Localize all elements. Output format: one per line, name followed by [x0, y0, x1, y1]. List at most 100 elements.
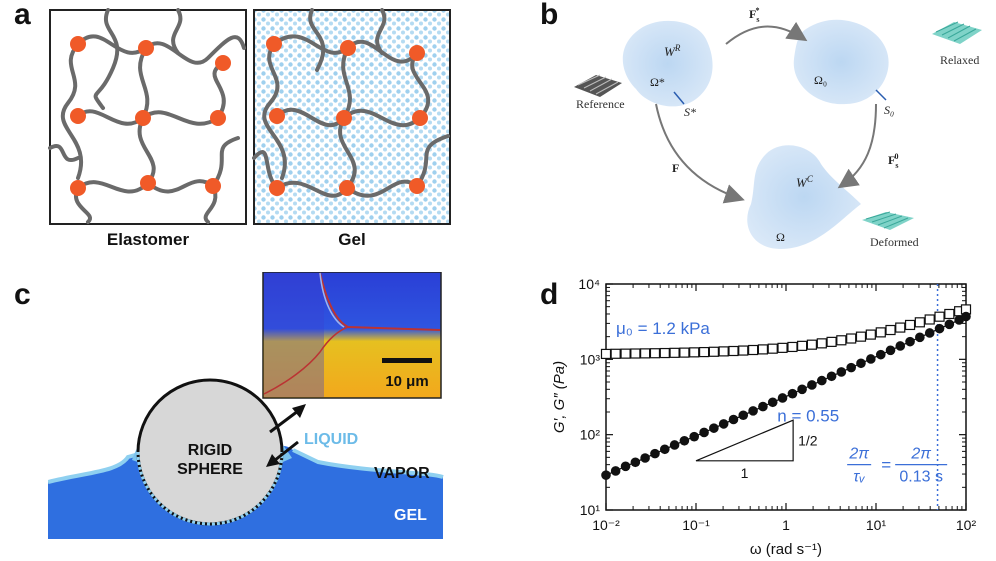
fs-star-label: Fs* — [749, 6, 759, 24]
data-point-square — [649, 348, 661, 359]
x-axis-label: ω (rad s⁻¹) — [750, 541, 822, 558]
data-point-square — [944, 308, 955, 320]
data-point-square — [875, 327, 886, 338]
data-point-square — [855, 331, 867, 342]
gel-label: GEL — [394, 507, 427, 524]
relaxed-mesh-icon — [932, 21, 982, 44]
y-tick-label: 10⁴ — [578, 276, 600, 292]
data-point-circle — [659, 444, 670, 455]
ratio-left-denominator: τᵥ — [853, 469, 865, 486]
data-point-square — [748, 344, 759, 356]
deformed-mesh-icon — [862, 211, 914, 230]
data-point-square — [630, 348, 641, 359]
data-point-square — [689, 347, 700, 358]
data-point-circle — [748, 406, 758, 416]
slope-rise-label: 1/2 — [798, 432, 818, 448]
reference-label: Reference — [576, 97, 625, 111]
x-tick-label: 10⁻² — [592, 517, 620, 533]
data-point-square — [806, 339, 818, 350]
liquid-label: LIQUID — [304, 431, 358, 448]
data-point-square — [797, 340, 808, 351]
omega0-label: Ω₀ — [814, 73, 827, 87]
deformed-label: Deformed — [870, 235, 919, 249]
data-point-square — [708, 346, 719, 357]
deformed-domain — [747, 145, 861, 249]
data-point-square — [698, 346, 710, 358]
vapor-label: VAPOR — [374, 465, 430, 482]
reference-mesh-icon — [574, 74, 622, 97]
y-axis-label: G′, G″ (Pa) — [551, 361, 568, 433]
data-point-circle — [797, 384, 807, 395]
data-point-circle — [924, 328, 935, 338]
data-point-circle — [650, 448, 660, 459]
data-point-circle — [610, 466, 621, 476]
data-point-square — [738, 345, 749, 356]
f-label: F — [672, 161, 679, 175]
data-point-square — [728, 345, 739, 357]
data-point-circle — [758, 401, 768, 412]
relaxed-domain — [793, 19, 889, 105]
data-point-circle — [767, 397, 778, 408]
data-point-square — [757, 344, 769, 355]
data-point-circle — [630, 457, 641, 468]
data-point-circle — [620, 461, 631, 472]
data-point-circle — [856, 358, 866, 369]
data-point-square — [767, 343, 778, 354]
x-tick-label: 1 — [782, 517, 790, 533]
data-point-square — [826, 336, 837, 347]
ratio-right-numerator: 2π — [910, 446, 931, 463]
data-point-circle — [787, 388, 798, 399]
micrograph-inset: 10 μm — [262, 272, 442, 399]
data-point-square — [924, 314, 935, 325]
scale-bar-label: 10 μm — [385, 373, 428, 390]
data-point-circle — [915, 332, 925, 343]
data-point-square — [865, 329, 876, 340]
data-point-square — [679, 347, 690, 358]
wr-label: WR — [664, 43, 681, 59]
ratio-right-denominator: 0.13 s — [899, 469, 943, 486]
data-point-square — [610, 348, 621, 359]
y-tick-label: 10¹ — [580, 502, 601, 518]
data-point-square — [669, 347, 680, 358]
s-star-label: S* — [684, 105, 696, 119]
data-point-square — [718, 346, 729, 357]
x-tick-label: 10¹ — [866, 517, 887, 533]
omega-star-label: Ω* — [650, 75, 665, 89]
data-point-circle — [738, 410, 749, 421]
data-point-square — [836, 335, 847, 346]
relaxed-label: Relaxed — [940, 53, 979, 67]
data-point-circle — [836, 367, 847, 377]
data-point-circle — [699, 427, 709, 438]
data-point-circle — [689, 431, 700, 442]
data-point-circle — [944, 319, 955, 330]
gel-network-diagram — [252, 8, 451, 225]
wetting-ridge-illustration: RIGID SPHERE LIQUID VAPOR GEL 10 μm — [48, 272, 444, 539]
slope-triangle — [695, 419, 794, 462]
fs0-label: Fs0 — [888, 152, 898, 170]
data-point-square — [904, 319, 916, 331]
data-point-square — [777, 342, 788, 353]
panel-d-letter: d — [540, 278, 559, 311]
reference-domain — [622, 20, 713, 107]
data-point-circle — [679, 435, 690, 446]
data-point-circle — [875, 349, 886, 360]
ratio-left-numerator: 2π — [848, 446, 869, 463]
x-tick-label: 10² — [956, 517, 977, 533]
data-point-circle — [728, 414, 739, 425]
data-point-circle — [961, 311, 971, 322]
y-tick-label: 10³ — [580, 351, 601, 367]
configuration-diagram: Reference Relaxed Deformed WR WC Ω* Ω₀ Ω… — [574, 6, 982, 249]
data-point-circle — [601, 470, 611, 480]
sphere-label-line1: RIGID — [188, 442, 232, 459]
panel-c-letter: c — [14, 278, 31, 311]
y-tick-label: 10² — [580, 427, 601, 443]
data-point-circle — [777, 393, 788, 403]
mu0-annotation: μ₀ = 1.2 kPa — [616, 319, 710, 338]
data-point-circle — [709, 423, 719, 433]
data-point-circle — [817, 375, 827, 386]
data-point-circle — [895, 341, 906, 351]
data-point-circle — [846, 362, 856, 373]
elastomer-network-diagram — [48, 8, 247, 225]
data-point-square — [659, 347, 670, 359]
